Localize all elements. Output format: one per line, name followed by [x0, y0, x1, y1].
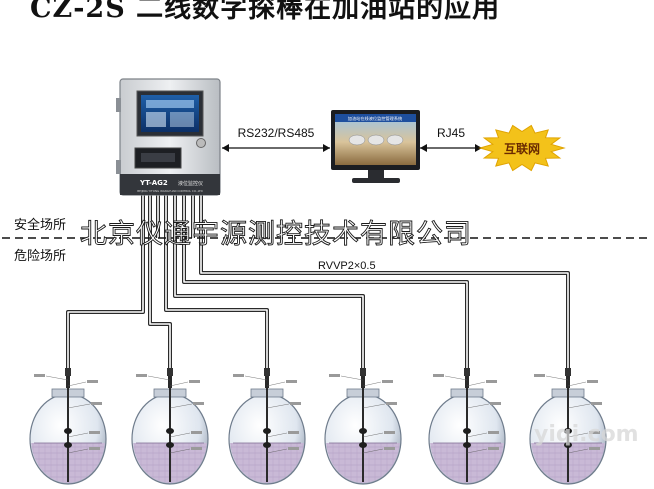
- controller-cabinet: YT-AG2 液位监控仪 BEIJING YITONG WANGYUAN CON…: [116, 78, 221, 196]
- cable-label: RVVP2×0.5: [318, 260, 376, 272]
- controller-company: BEIJING YITONG WANGYUAN CONTROL CO.,LTD: [137, 189, 203, 193]
- monitor-screen-title: 加油站在线液位监控管理系统: [348, 115, 402, 122]
- serial-link-label: RS232/RS485: [238, 126, 315, 140]
- internet-badge: 互联网: [478, 124, 566, 172]
- storage-tank: [131, 368, 209, 485]
- ethernet-link: RJ45: [420, 126, 482, 152]
- controller-name: 液位监控仪: [178, 180, 203, 187]
- storage-tank: [324, 368, 402, 485]
- page-title: CZ-2S 二线数字探棒在加油站的应用: [30, 0, 501, 24]
- storage-tank: [228, 368, 306, 485]
- controller-model: YT-AG2: [139, 179, 168, 187]
- hazard-zone-label: 危险场所: [14, 249, 66, 264]
- internet-label: 互联网: [504, 142, 540, 156]
- storage-tank: [428, 368, 506, 485]
- ethernet-link-label: RJ45: [437, 126, 465, 140]
- safe-zone-label: 安全场所: [14, 217, 66, 233]
- monitor-pc: 加油站在线液位监控管理系统: [331, 110, 420, 183]
- tank-row: [29, 368, 607, 485]
- serial-link: RS232/RS485: [222, 126, 330, 152]
- company-watermark: 北京仪通宇源测控技术有限公司: [80, 219, 472, 250]
- zone-separator: 安全场所 危险场所: [2, 217, 652, 264]
- storage-tank: [529, 368, 607, 485]
- storage-tank: [29, 368, 107, 485]
- site-watermark: yiqi.com: [534, 422, 639, 447]
